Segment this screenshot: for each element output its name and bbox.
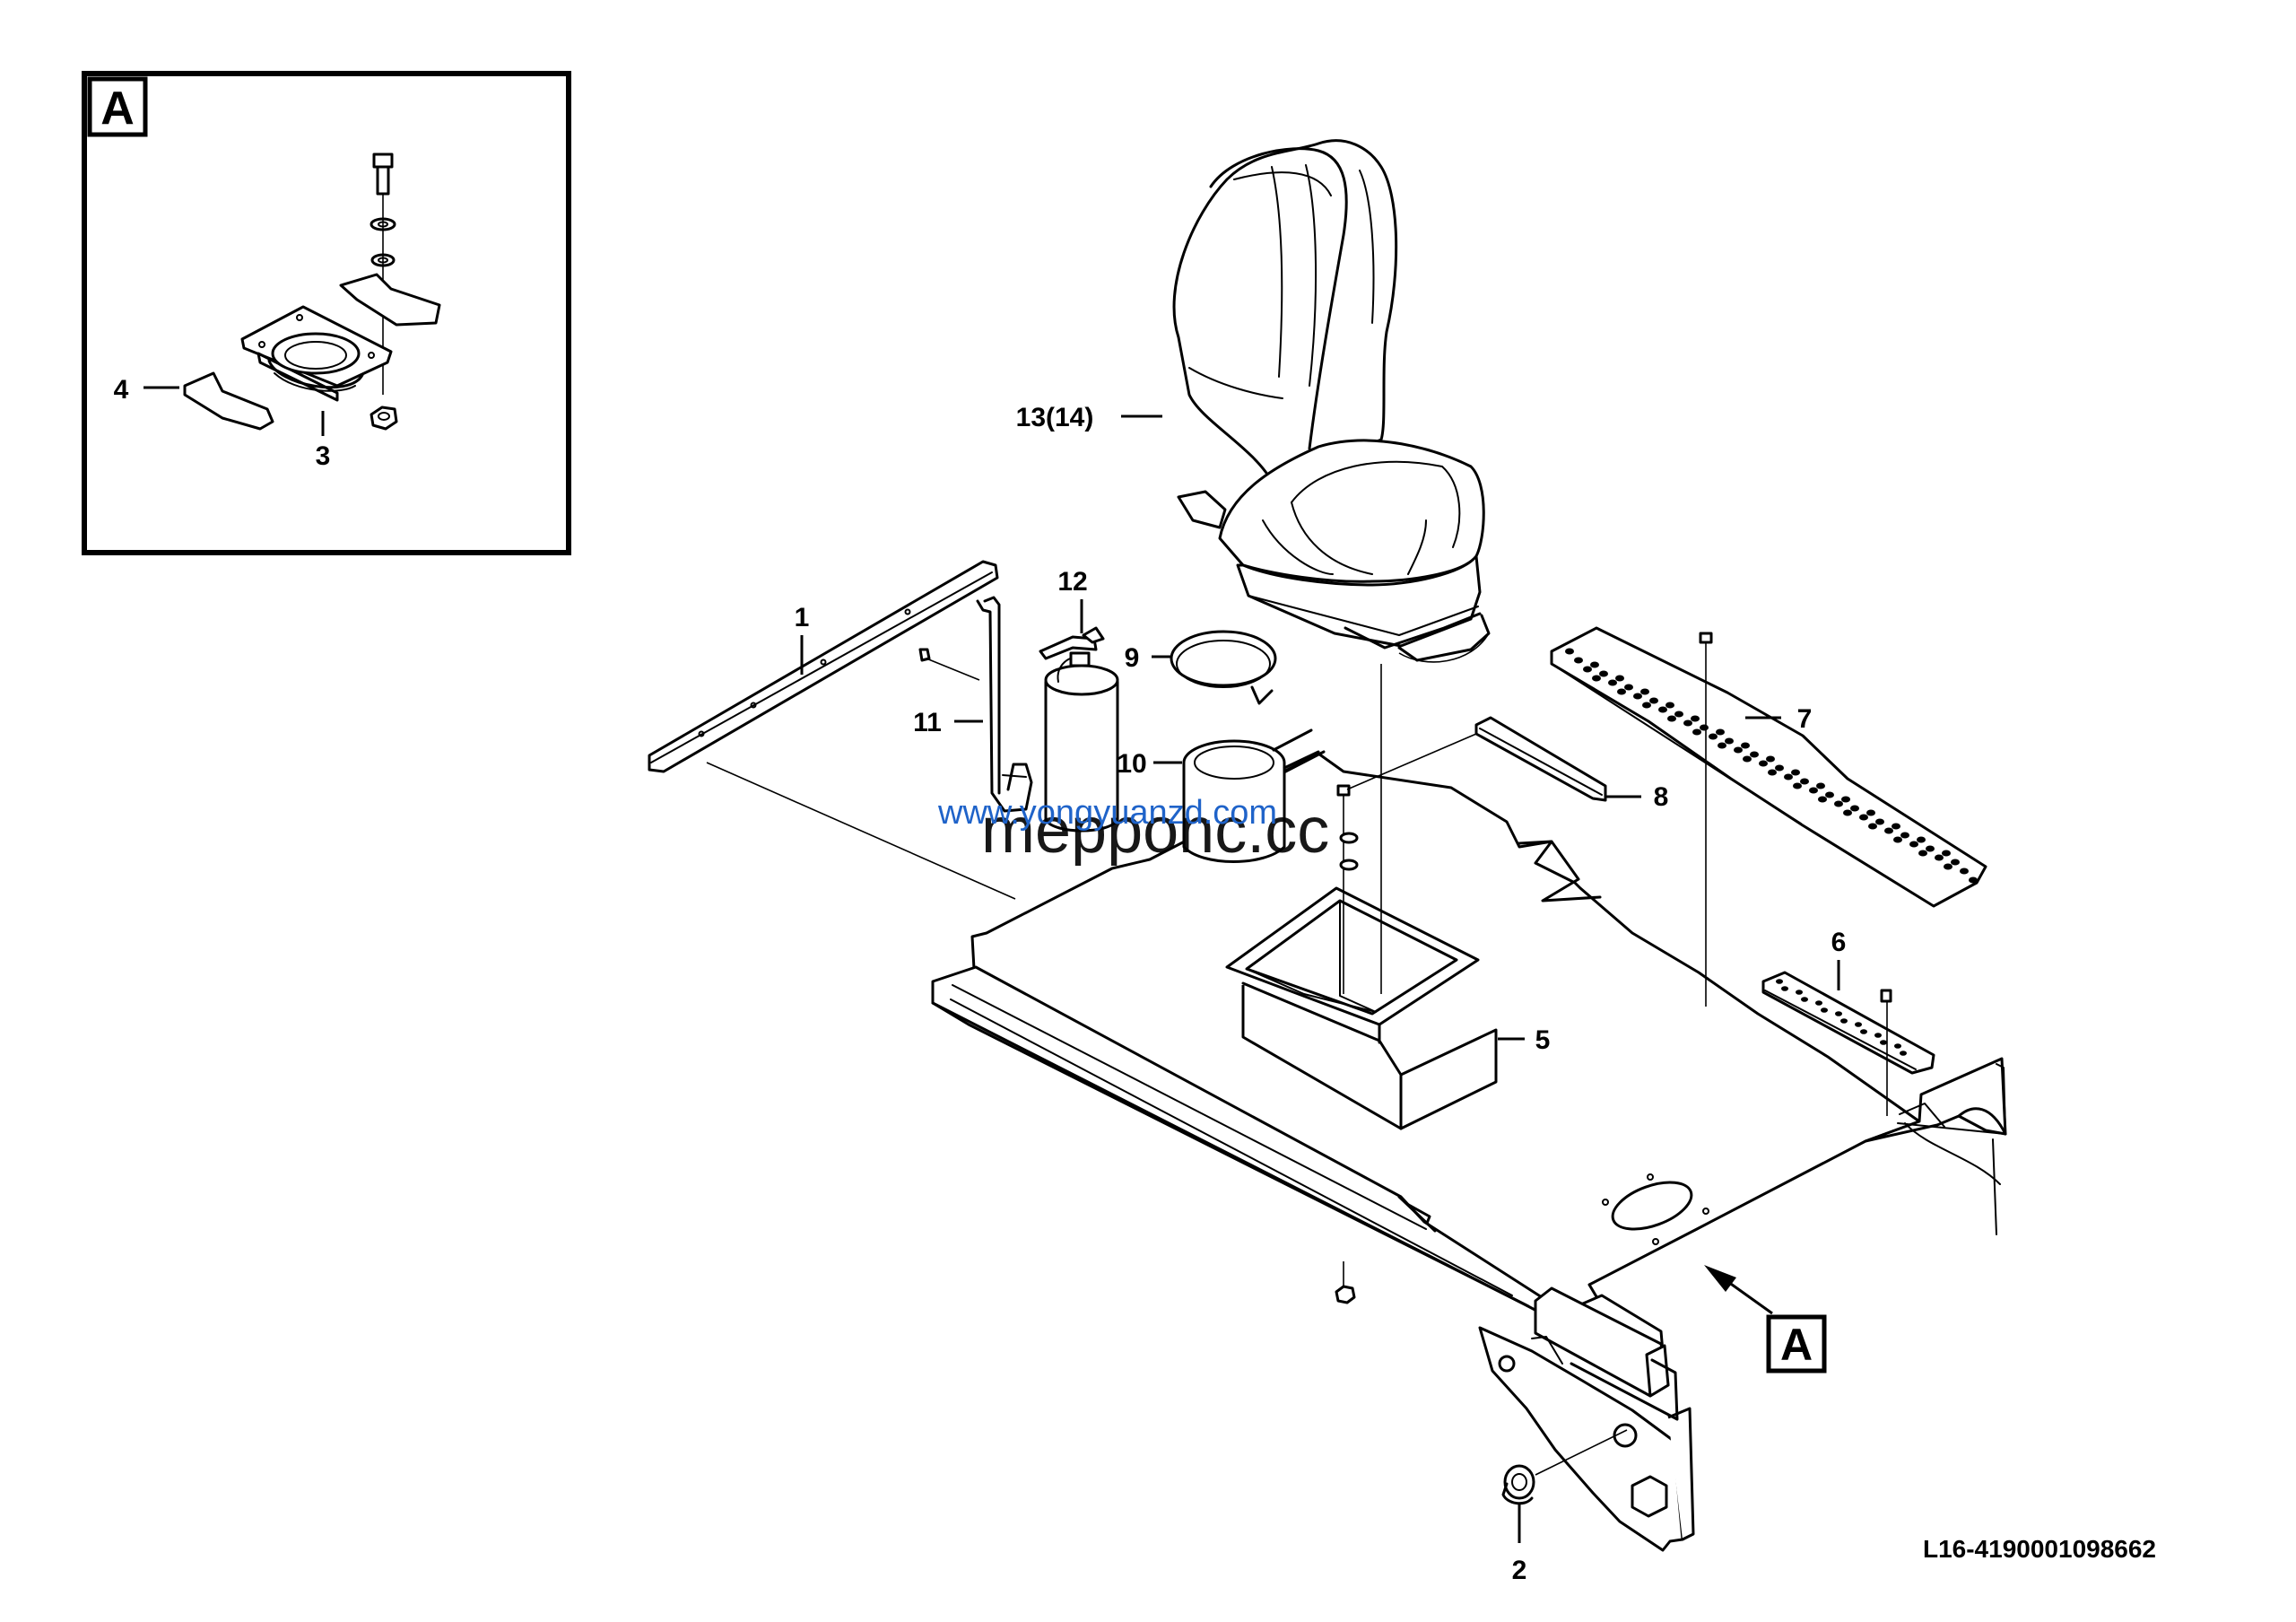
- callout-12: 12: [1057, 567, 1087, 597]
- watermark-url: www.yongyuanzd.com: [937, 794, 1277, 832]
- floor-plate-assembly: [931, 750, 2007, 1552]
- view-marker-a: A: [1766, 1314, 1827, 1373]
- floor-nut-icon: [1335, 1261, 1356, 1304]
- operator-seat-icon: [1172, 139, 1491, 663]
- fire-extinguisher-icon: [1039, 626, 1119, 833]
- callout-6: 6: [1831, 928, 1847, 957]
- callout-8: 8: [1654, 782, 1669, 812]
- rear-flap: [1864, 1057, 2007, 1143]
- inset-callout-3: 3: [316, 441, 331, 471]
- holder-ring-9: [1170, 630, 1277, 705]
- step-plate-7: [1550, 626, 1987, 1007]
- grommet-icon: [1501, 1429, 1628, 1505]
- end-bracket: [1478, 1286, 1695, 1552]
- inset-mount-plate: [240, 305, 393, 402]
- angle-bracket-8: [1346, 716, 1607, 802]
- seat-bolt-stack: [1336, 664, 1382, 994]
- callout-9: 9: [1125, 643, 1140, 673]
- watermark-overlay: mepponc.cc: [981, 795, 1329, 867]
- view-marker-label: A: [1780, 1320, 1813, 1370]
- inset-bolt-icon: [370, 153, 396, 395]
- inset-upper-shim: [339, 273, 441, 327]
- angle-bracket-1: [648, 560, 1016, 900]
- inset-lower-shim: [183, 371, 274, 431]
- inset-detail-a: A: [82, 71, 571, 555]
- drawing-code: L16-4190001098662: [1923, 1535, 2156, 1563]
- holder-cup-10: [1182, 728, 1320, 863]
- inset-nut-icon: [370, 406, 398, 431]
- callout-1: 1: [795, 603, 810, 632]
- callout-10: 10: [1117, 749, 1146, 779]
- callout-7: 7: [1797, 704, 1813, 734]
- step-plate-6: [1761, 971, 1935, 1116]
- callout-11: 11: [913, 708, 942, 737]
- inset-label: A: [100, 83, 135, 135]
- floor-cutout: [1611, 1181, 1693, 1231]
- callout-leaders: [800, 414, 1840, 1543]
- extinguisher-bracket: [918, 596, 1033, 813]
- callout-2: 2: [1512, 1556, 1527, 1585]
- callout-13-14: 13(14): [1016, 403, 1094, 432]
- callout-5: 5: [1535, 1025, 1551, 1055]
- storage-box: [1225, 886, 1498, 1130]
- inset-callout-4: 4: [114, 375, 129, 405]
